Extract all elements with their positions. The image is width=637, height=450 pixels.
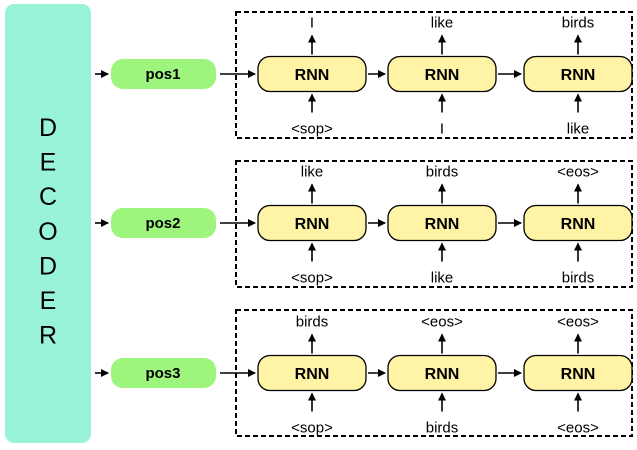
output-token: birds	[562, 15, 595, 32]
rnn-cell	[523, 354, 633, 392]
pos-node	[111, 358, 216, 388]
pos-node	[111, 208, 216, 238]
input-token: <eos>	[557, 420, 599, 437]
pos-label: pos1	[145, 66, 180, 83]
pos-label: pos3	[145, 365, 180, 382]
input-token: like	[567, 121, 590, 138]
rnn-cell	[387, 354, 497, 392]
pos-label: pos2	[145, 215, 180, 232]
decoder-block	[5, 4, 91, 443]
rnn-cell	[257, 204, 367, 242]
input-token: I	[440, 121, 444, 138]
input-token: <sop>	[291, 121, 333, 138]
rnn-label: RNN	[561, 216, 596, 233]
rnn-cell	[387, 55, 497, 93]
output-token: <eos>	[557, 164, 599, 181]
rnn-label: RNN	[295, 67, 330, 84]
pos-node	[111, 59, 216, 89]
input-token: <sop>	[291, 420, 333, 437]
rnn-cell	[523, 204, 633, 242]
input-token: birds	[426, 420, 459, 437]
output-token: birds	[296, 314, 329, 331]
decoder-letter: R	[39, 322, 57, 350]
decoder-letter: O	[38, 218, 57, 246]
rnn-label: RNN	[425, 216, 460, 233]
output-token: birds	[426, 164, 459, 181]
rnn-cell	[387, 204, 497, 242]
output-token: <eos>	[557, 314, 599, 331]
rnn-label: RNN	[295, 216, 330, 233]
rnn-cell	[523, 55, 633, 93]
output-token: <eos>	[421, 314, 463, 331]
output-token: I	[310, 15, 314, 32]
output-token: like	[301, 164, 324, 181]
rnn-label: RNN	[295, 366, 330, 383]
rnn-label: RNN	[561, 67, 596, 84]
rnn-label: RNN	[425, 366, 460, 383]
output-token: like	[431, 15, 454, 32]
decoder-letter: D	[39, 252, 57, 280]
rnn-cell	[257, 55, 367, 93]
decoder-letter: D	[39, 114, 57, 142]
rnn-cell	[257, 354, 367, 392]
input-token: birds	[562, 270, 595, 287]
rnn-label: RNN	[425, 67, 460, 84]
decoder-letter: E	[40, 287, 57, 315]
rnn-label: RNN	[561, 366, 596, 383]
input-token: like	[431, 270, 454, 287]
input-token: <sop>	[291, 270, 333, 287]
decoder-letter: E	[40, 149, 57, 177]
decoder-letter: C	[39, 183, 57, 211]
